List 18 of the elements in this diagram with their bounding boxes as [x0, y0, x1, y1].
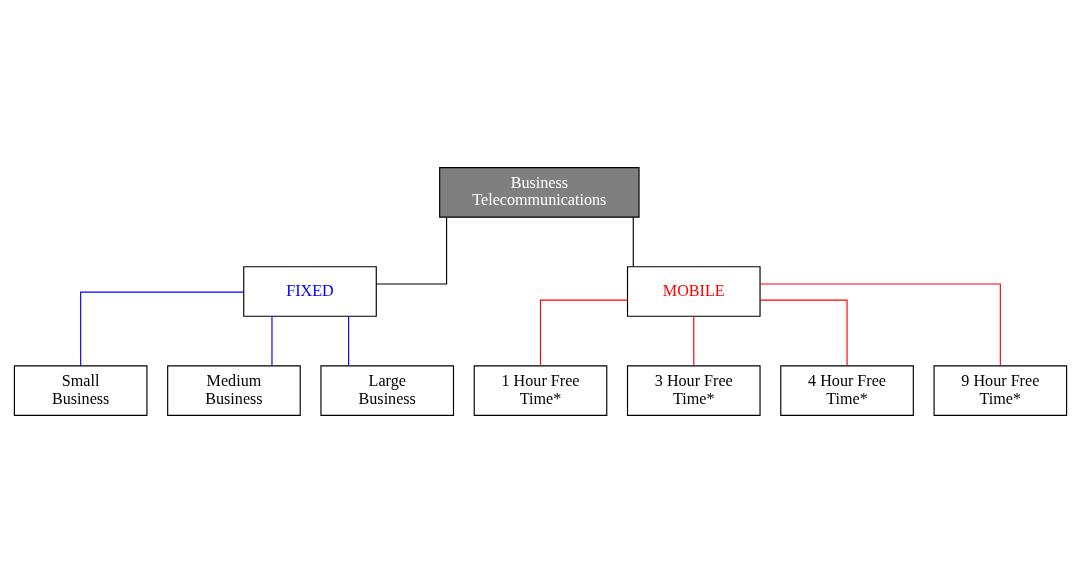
node-box: FIXED — [243, 265, 377, 317]
connector — [759, 282, 1001, 366]
connector — [693, 315, 695, 366]
connector — [348, 315, 350, 366]
node-box: 1 Hour Free Time* — [473, 364, 608, 416]
node-box: Medium Business — [167, 364, 301, 416]
node-box: 3 Hour Free Time* — [626, 364, 761, 416]
node-box: 9 Hour Free Time* — [933, 364, 1068, 416]
node-box: Small Business — [13, 364, 148, 416]
node-box: 4 Hour Free Time* — [780, 364, 914, 416]
connector — [375, 216, 448, 285]
node-box: Large Business — [320, 364, 455, 416]
connector — [539, 299, 628, 366]
node-box: MOBILE — [626, 265, 761, 317]
connector — [759, 299, 848, 366]
connector — [632, 216, 634, 267]
connector — [80, 291, 245, 366]
node-box: Business Telecommunications — [439, 166, 640, 218]
